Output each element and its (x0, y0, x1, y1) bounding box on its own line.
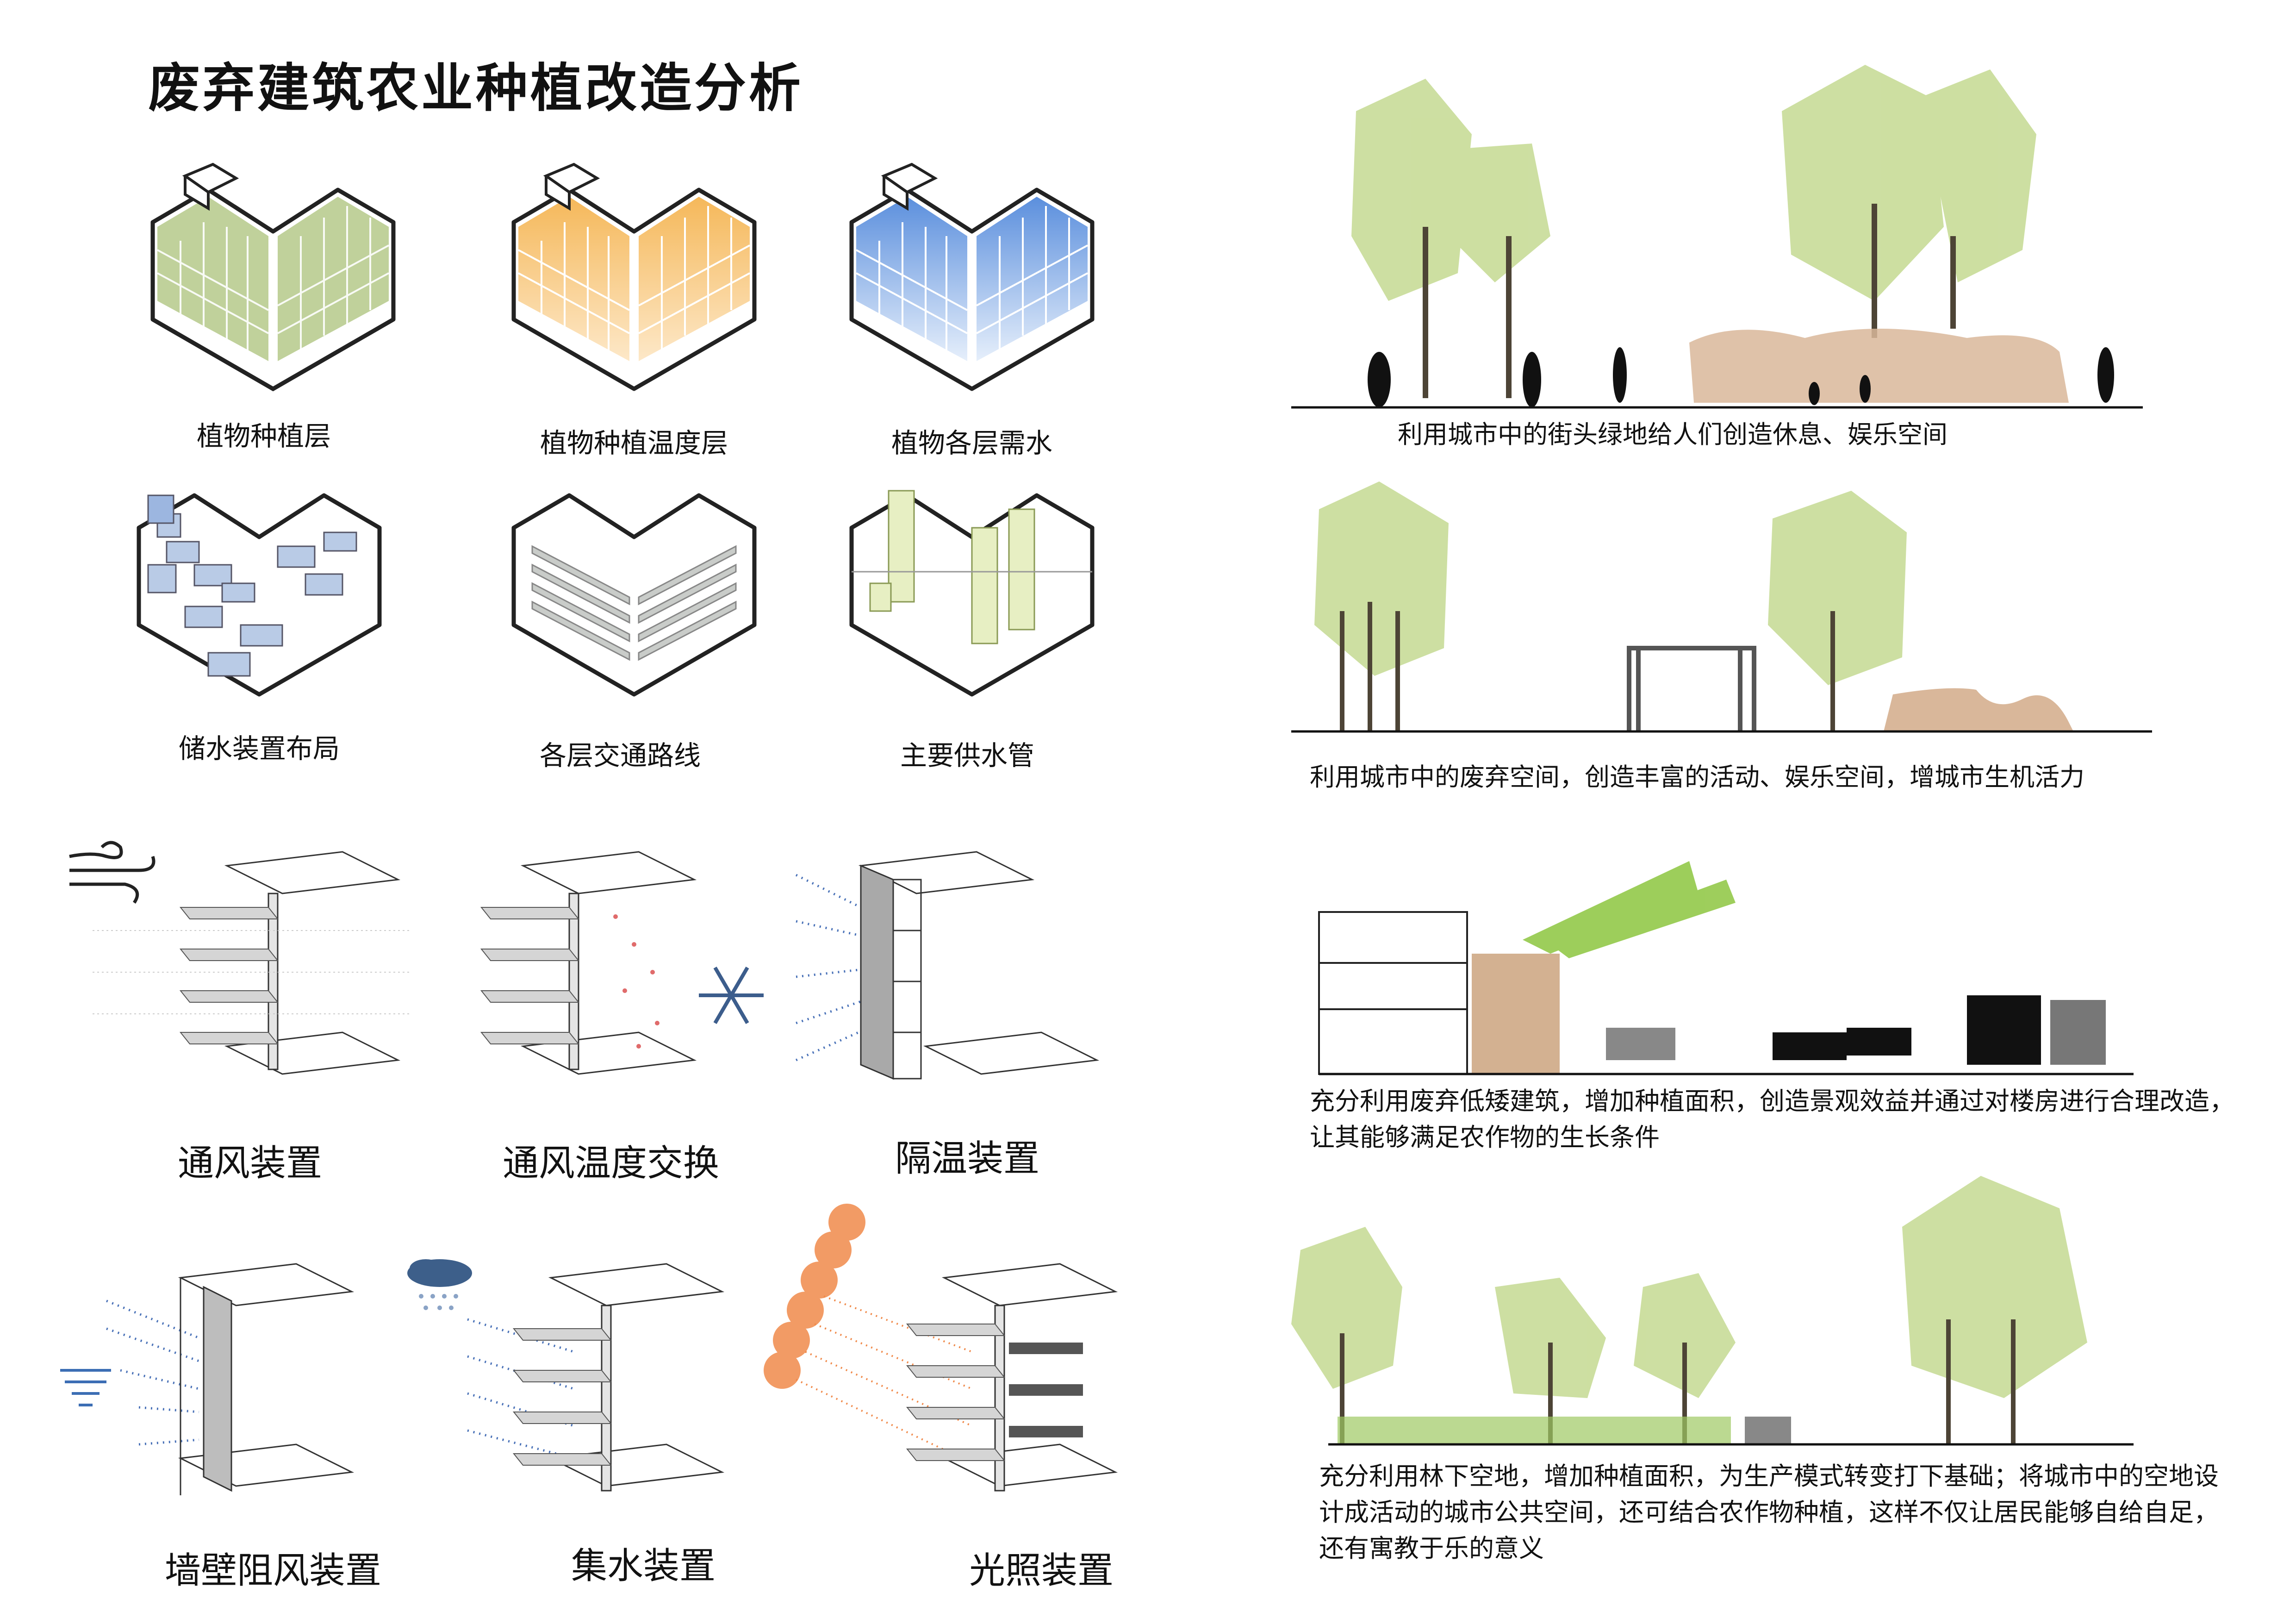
section-under-forest (1291, 1176, 2134, 1446)
device-caption-1: 通风装置 (177, 1143, 322, 1184)
sun-orbs-icon (764, 1204, 865, 1389)
axon-diagram-circulation (511, 493, 757, 697)
device-caption-5: 集水装置 (571, 1545, 716, 1587)
device-caption-4: 墙壁阻风装置 (164, 1550, 381, 1592)
axon-diagram-water-pipes (849, 490, 1095, 697)
device-ventilation (69, 841, 412, 1075)
device-caption-6: 光照装置 (969, 1550, 1114, 1592)
axon-diagram-planting-layer (150, 162, 396, 392)
wind-icon (69, 841, 156, 904)
section-caption-1: 利用城市中的街头绿地给人们创造休息、娱乐空间 (1398, 420, 1948, 449)
axon-caption-2: 植物种植温度层 (540, 427, 728, 459)
device-temperature-exchange (480, 851, 764, 1075)
axon-diagram-temperature-layer (511, 162, 757, 391)
device-lighting (764, 1204, 1118, 1492)
people-silhouettes-icon (1368, 347, 2114, 407)
rain-cloud-icon (407, 1259, 472, 1310)
axon-caption-4: 储水装置布局 (178, 733, 340, 764)
section-caption-2: 利用城市中的废弃空间，创造丰富的活动、娱乐空间，增城市生机活力 (1310, 762, 2084, 792)
section-abandoned-space (1291, 481, 2152, 733)
axon-caption-1: 植物种植层 (196, 420, 331, 452)
sections-column: 利用城市中的街头绿地给人们创造休息、娱乐空间 利用城市中的废弃空间，创造丰富的活… (1273, 0, 2291, 1624)
axon-caption-6: 主要供水管 (900, 740, 1034, 771)
axon-grid: 植物种植层 植物种植温度层 植物各层需水 储水装置布局 各层交通路线 主要供水管 (0, 0, 1203, 787)
device-caption-3: 隔温装置 (895, 1138, 1039, 1180)
section-low-buildings (1318, 861, 2134, 1075)
axon-diagram-water-demand (849, 162, 1095, 391)
machinery-icon (1773, 995, 2041, 1065)
section-street-green (1291, 65, 2143, 409)
axon-caption-3: 植物各层需水 (891, 427, 1052, 459)
snowflake-icon (699, 966, 764, 1024)
section-caption-4: 充分利用林下空地，增加种植面积，为生产模式转变打下基础；将城市中的空地设计成活动… (1319, 1462, 2219, 1563)
swing-frame-icon (1627, 646, 1756, 731)
device-insulation (795, 851, 1100, 1080)
device-water-collection (407, 1259, 725, 1492)
device-grid: 通风装置 通风温度交换 隔温装置 墙壁阻风装置 集水装置 (0, 810, 1203, 1620)
axon-diagram-water-storage (137, 493, 382, 697)
axon-caption-5: 各层交通路线 (539, 740, 701, 771)
section-caption-3: 充分利用废弃低矮建筑，增加种植面积，创造景观效益并通过对楼房进行合理改造，让其能… (1310, 1087, 2234, 1152)
device-wind-wall (60, 1263, 355, 1495)
device-caption-2: 通风温度交换 (502, 1143, 719, 1184)
tornado-icon (60, 1369, 111, 1406)
page-title: 废弃建筑农业种植改造分析 (148, 58, 803, 119)
